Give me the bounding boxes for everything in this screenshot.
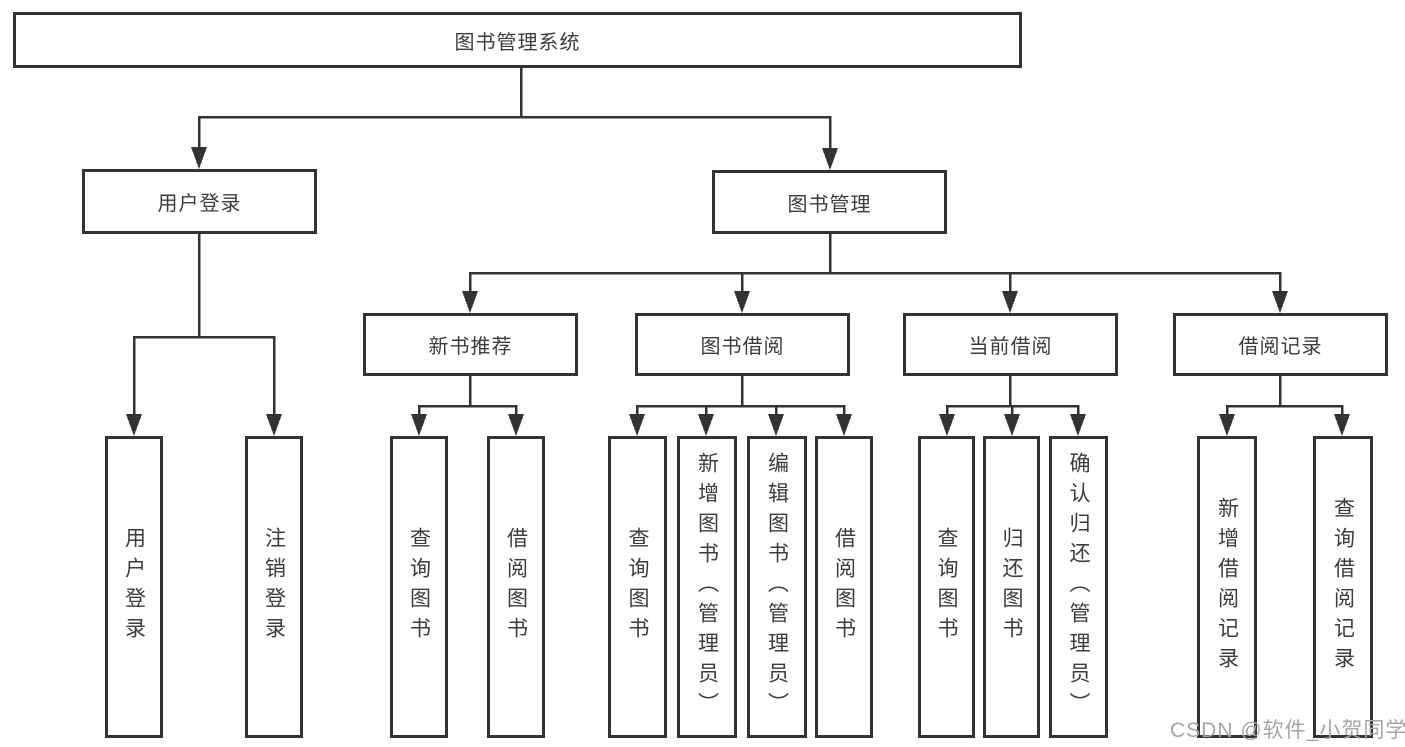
leaf-return-books: 归还图书 [983, 436, 1040, 738]
leaf-add-borrow-record: 新增借阅记录 [1197, 436, 1257, 738]
leaf-query-borrow-record: 查询借阅记录 [1313, 436, 1373, 738]
leaf-current-query-books: 查询图书 [918, 436, 975, 738]
leaf-confirm-return-admin: 确认归还（管理员） [1049, 436, 1108, 738]
node-book-borrowing: 图书借阅 [635, 313, 850, 376]
node-current-borrowing: 当前借阅 [903, 313, 1118, 376]
node-library-management-system: 图书管理系统 [13, 12, 1022, 68]
node-book-management: 图书管理 [712, 170, 947, 234]
leaf-add-books-admin: 新增图书（管理员） [677, 436, 737, 738]
node-new-book-recommendation: 新书推荐 [363, 313, 578, 376]
csdn-watermark: CSDN @软件_小贺同学 [1170, 719, 1405, 742]
leaf-recommend-borrow-books: 借阅图书 [487, 436, 545, 738]
node-user-login: 用户登录 [82, 169, 317, 234]
leaf-borrowing-borrow-books: 借阅图书 [815, 436, 873, 738]
leaf-edit-books-admin: 编辑图书（管理员） [747, 436, 807, 738]
node-borrowing-records: 借阅记录 [1173, 313, 1388, 376]
leaf-borrowing-query-books: 查询图书 [608, 436, 667, 738]
leaf-user-login: 用户登录 [105, 436, 163, 738]
leaf-logout: 注销登录 [245, 436, 303, 738]
leaf-recommend-query-books: 查询图书 [390, 436, 448, 738]
